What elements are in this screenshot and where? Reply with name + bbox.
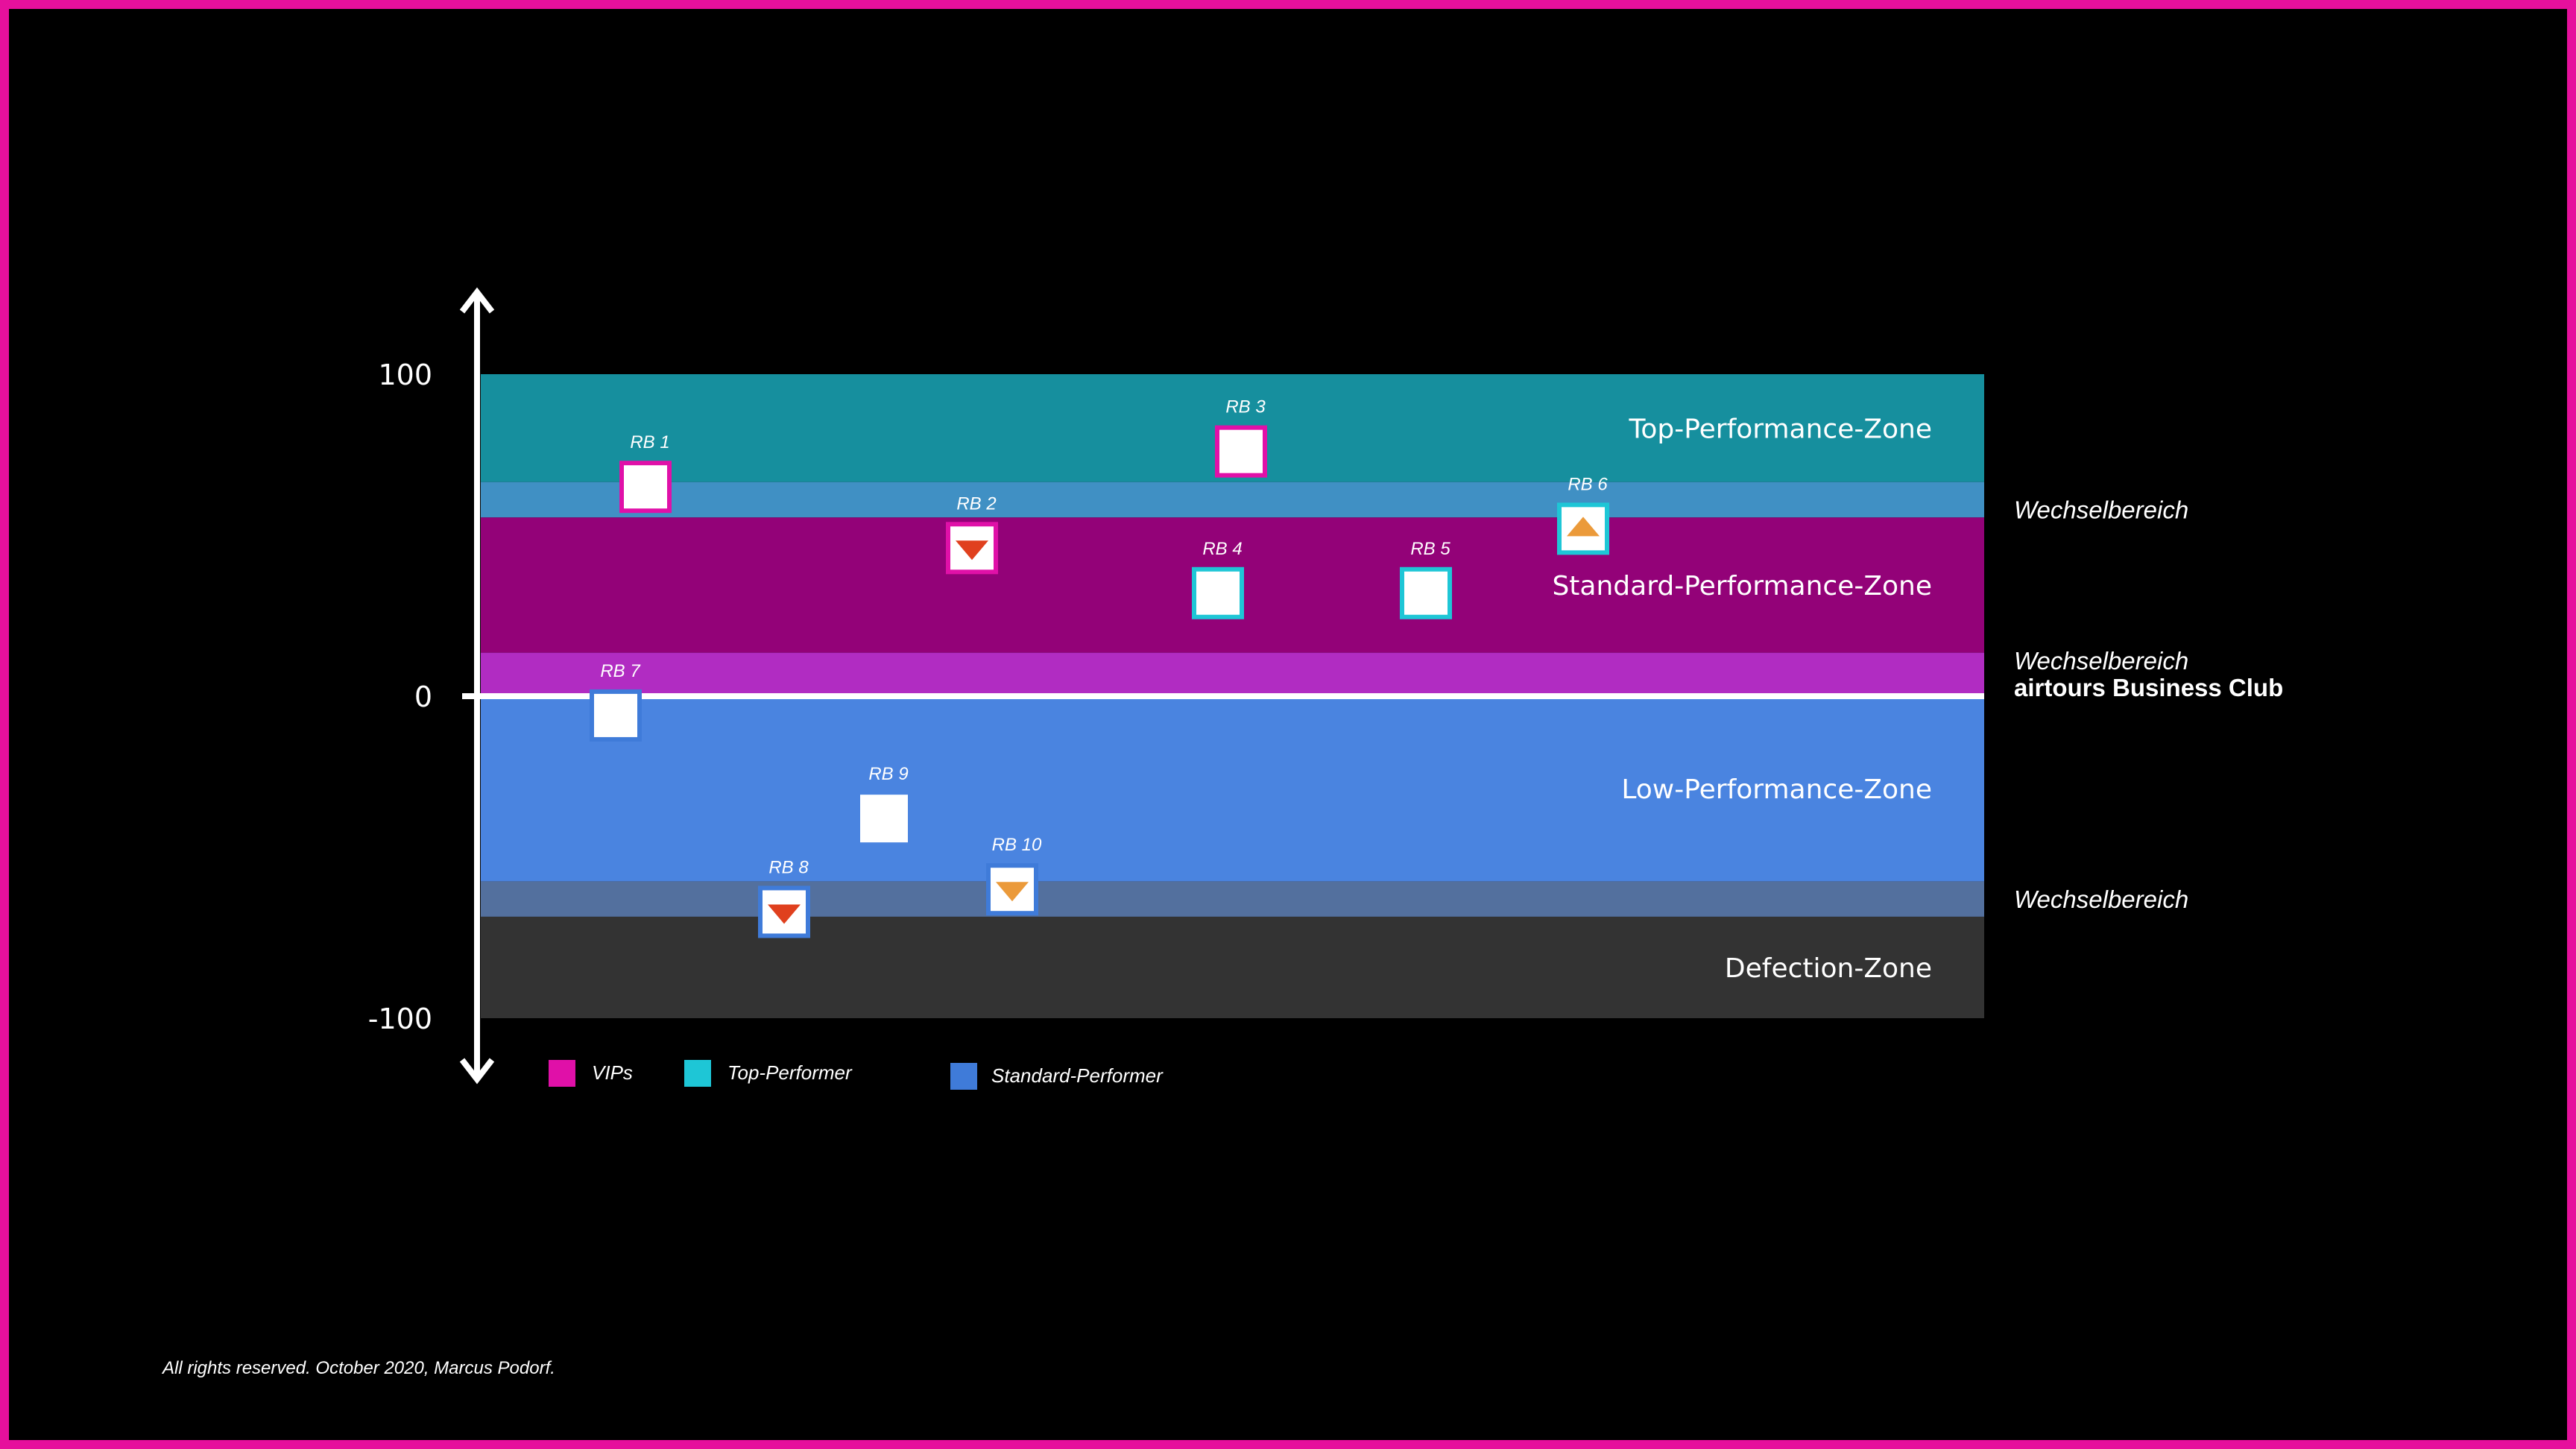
legend-item-vips: VIPs bbox=[549, 1060, 633, 1087]
y-axis-arrow-up bbox=[459, 287, 495, 314]
legend-swatch bbox=[950, 1063, 977, 1090]
data-point-rb-10: RB 10 bbox=[986, 835, 1042, 916]
transition-label: Wechselbereich bbox=[2014, 496, 2188, 523]
zone-label: Low-Performance-Zone bbox=[1621, 774, 1932, 805]
data-point-rb-1: RB 1 bbox=[619, 432, 672, 514]
data-point-rb-2: RB 2 bbox=[946, 493, 998, 575]
trend-up-icon bbox=[1567, 517, 1600, 537]
legend-item-top-performer: Top-Performer bbox=[684, 1060, 853, 1087]
transition-label: Wechselbereich bbox=[2014, 647, 2188, 675]
legend-label: Top-Performer bbox=[727, 1061, 853, 1084]
y-tick-label: 100 bbox=[378, 359, 432, 391]
point-label: RB 9 bbox=[868, 764, 908, 784]
point-marker bbox=[1215, 425, 1267, 478]
point-marker bbox=[619, 461, 672, 514]
point-marker bbox=[1192, 566, 1244, 619]
point-label: RB 8 bbox=[768, 857, 809, 877]
zone-label: Defection-Zone bbox=[1725, 953, 1932, 984]
data-point-rb-9: RB 9 bbox=[860, 764, 909, 843]
point-label: RB 10 bbox=[992, 835, 1042, 855]
trend-down-icon bbox=[996, 882, 1029, 902]
legend-label: Standard-Performer bbox=[991, 1064, 1164, 1087]
legend-label: VIPs bbox=[592, 1061, 633, 1084]
zone-label: Standard-Performance-Zone bbox=[1552, 571, 1932, 602]
legend-swatch bbox=[549, 1060, 575, 1087]
transition-label: airtours Business Club bbox=[2014, 674, 2283, 701]
legend-item-standard-performer: Standard-Performer bbox=[950, 1063, 1164, 1090]
points-layer: RB 1 RB 2 RB 3 RB 4 RB 5 RB 6 RB 7 RB 8 RB 9 RB 1… bbox=[590, 397, 1609, 938]
trend-down-icon bbox=[956, 540, 988, 561]
data-point-rb-8: RB 8 bbox=[758, 857, 810, 938]
point-label: RB 6 bbox=[1568, 474, 1608, 494]
point-marker bbox=[1400, 566, 1452, 619]
point-label: RB 2 bbox=[956, 493, 996, 514]
point-label: RB 3 bbox=[1225, 397, 1266, 417]
zone-label: Top-Performance-Zone bbox=[1628, 414, 1932, 444]
legend-layer: VIPs Top-Performer Standard-Performer bbox=[549, 1060, 1164, 1090]
axes-layer: 100 0 -100 bbox=[368, 287, 1984, 1085]
y-tick-label: 0 bbox=[414, 681, 432, 713]
zone-band-4 bbox=[481, 696, 1984, 882]
point-label: RB 1 bbox=[630, 432, 669, 452]
data-point-rb-6: RB 6 bbox=[1557, 474, 1609, 555]
point-label: RB 5 bbox=[1410, 539, 1450, 559]
data-point-rb-7: RB 7 bbox=[590, 661, 642, 742]
point-label: RB 7 bbox=[600, 661, 641, 681]
zone-band-5 bbox=[481, 881, 1984, 917]
transition-label: Wechselbereich bbox=[2014, 886, 2188, 913]
point-marker bbox=[590, 689, 642, 742]
zone-band-1 bbox=[481, 482, 1984, 518]
data-point-rb-4: RB 4 bbox=[1192, 539, 1244, 619]
y-axis-arrow-down bbox=[459, 1058, 495, 1085]
point-label: RB 4 bbox=[1202, 539, 1242, 559]
legend-swatch bbox=[684, 1060, 711, 1087]
zone-band-6 bbox=[481, 916, 1984, 1018]
data-point-rb-3: RB 3 bbox=[1215, 397, 1267, 478]
copyright-note: All rights reserved. October 2020, Marcu… bbox=[162, 1358, 555, 1378]
zones-layer: Top-Performance-ZoneStandard-Performance… bbox=[481, 374, 2283, 1018]
data-point-rb-5: RB 5 bbox=[1400, 539, 1452, 619]
zone-band-3 bbox=[481, 652, 1984, 696]
y-tick-label: -100 bbox=[368, 1003, 432, 1035]
trend-down-icon bbox=[768, 904, 801, 924]
point-marker bbox=[860, 795, 908, 843]
